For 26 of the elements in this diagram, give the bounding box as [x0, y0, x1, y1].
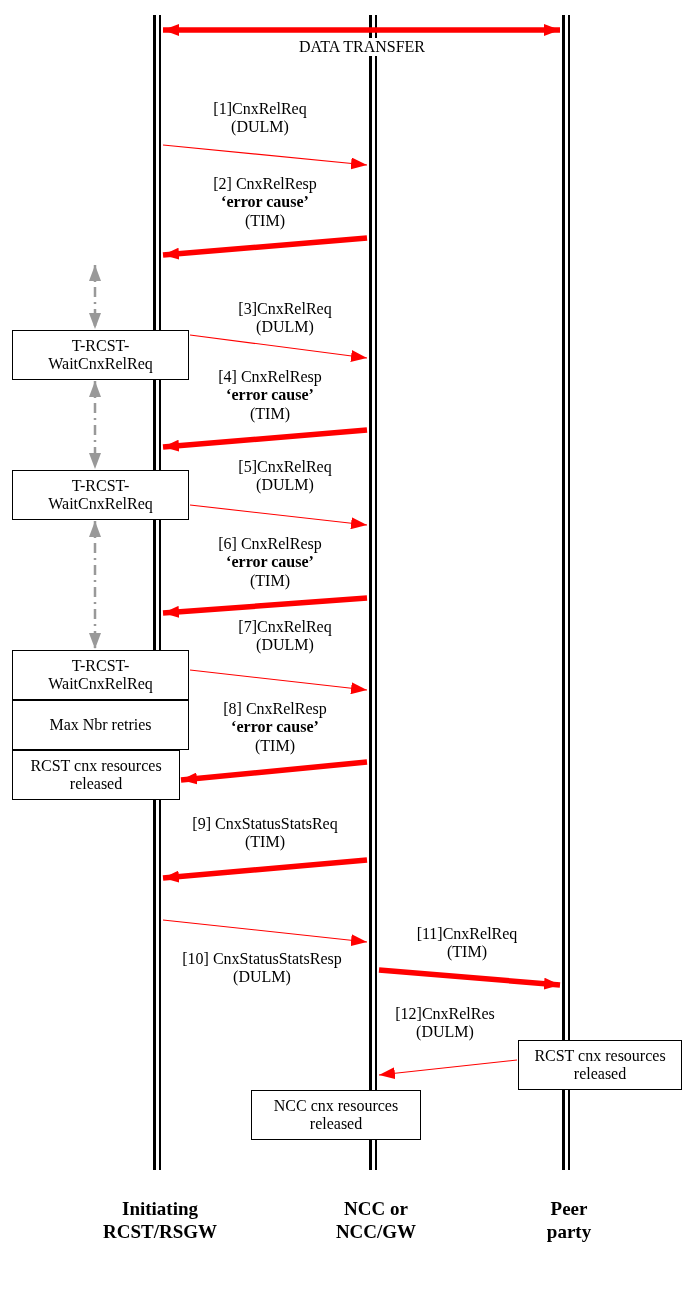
- timer-duration-arrow: [89, 265, 101, 329]
- participant-name: NCC or NCC/GW: [334, 1198, 418, 1244]
- message-arrow: [162, 857, 368, 883]
- state-box: NCC cnx resources released: [251, 1090, 421, 1140]
- timer-duration-arrow: [89, 381, 101, 469]
- message-arrow: [189, 669, 368, 695]
- message-arrow: [162, 919, 368, 947]
- participant-name: Initiating RCST/RSGW: [102, 1198, 218, 1244]
- timer-duration-arrow: [89, 521, 101, 649]
- message-arrow: [180, 759, 368, 785]
- message-arrow: [162, 235, 368, 260]
- timer-box: T-RCST-WaitCnxRelReq: [12, 470, 189, 520]
- message-arrow: [163, 24, 560, 36]
- message-arrow: [162, 427, 368, 452]
- message-arrow: [189, 504, 368, 530]
- participant-name: Peer party: [545, 1198, 593, 1244]
- timer-box: T-RCST-WaitCnxRelReq: [12, 330, 189, 380]
- message-arrow: [162, 144, 368, 170]
- message-arrow: [189, 334, 368, 362]
- message-arrow: [378, 1059, 518, 1080]
- state-box: RCST cnx resources released: [518, 1040, 682, 1090]
- message-arrow: [162, 595, 368, 618]
- timer-box: T-RCST-WaitCnxRelReq: [12, 650, 189, 700]
- message-arrow: [378, 967, 561, 990]
- note-box: Max Nbr retries: [12, 700, 189, 750]
- state-box: RCST cnx resources released: [12, 750, 180, 800]
